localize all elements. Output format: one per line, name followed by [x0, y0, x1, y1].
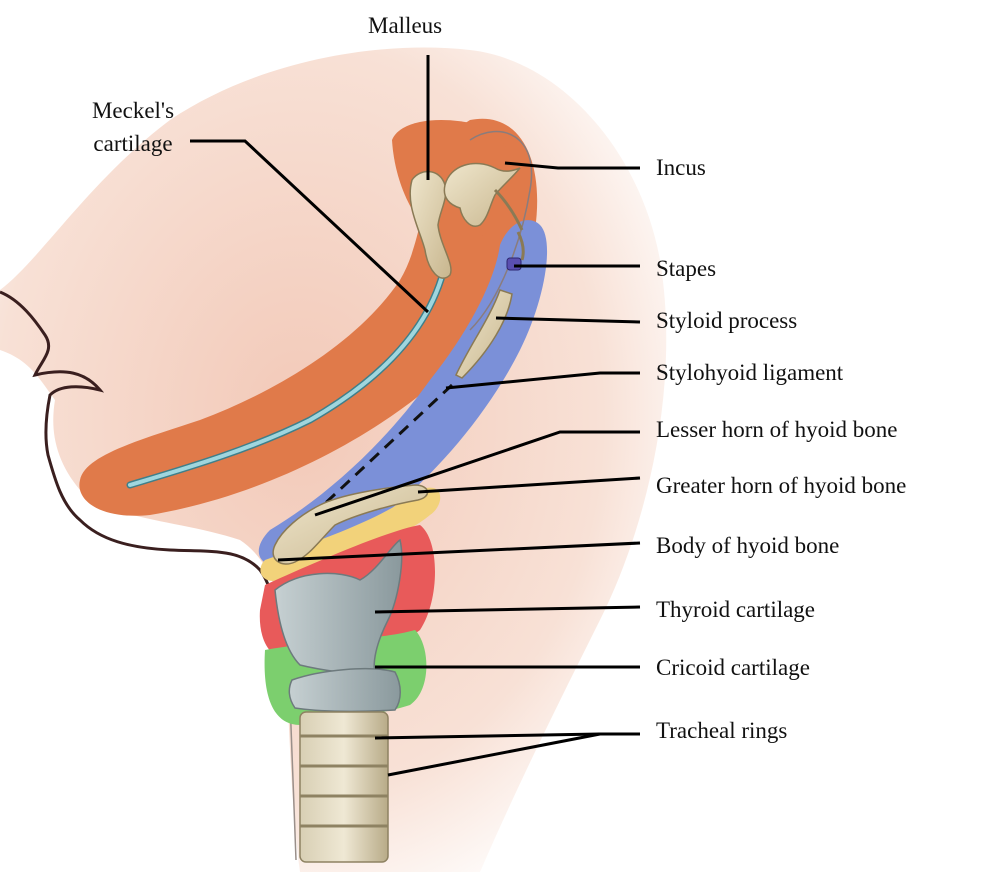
cricoid-cartilage-shape — [289, 669, 400, 712]
label-styloid-process: Styloid process — [656, 307, 797, 334]
label-stylohyoid-ligament: Stylohyoid ligament — [656, 359, 843, 386]
label-body-hyoid: Body of hyoid bone — [656, 532, 839, 559]
label-greater-horn: Greater horn of hyoid bone — [656, 472, 906, 499]
label-thyroid-cartilage: Thyroid cartilage — [656, 596, 815, 623]
stapes-footplate — [507, 258, 521, 270]
trachea — [300, 712, 388, 862]
label-cricoid-cartilage: Cricoid cartilage — [656, 654, 810, 681]
label-incus: Incus — [656, 154, 706, 181]
label-tracheal-rings: Tracheal rings — [656, 717, 787, 744]
label-meckels-cartilage: Meckel's cartilage — [67, 94, 199, 160]
label-malleus: Malleus — [368, 12, 442, 39]
label-lesser-horn: Lesser horn of hyoid bone — [656, 416, 897, 443]
label-stapes: Stapes — [656, 255, 716, 282]
